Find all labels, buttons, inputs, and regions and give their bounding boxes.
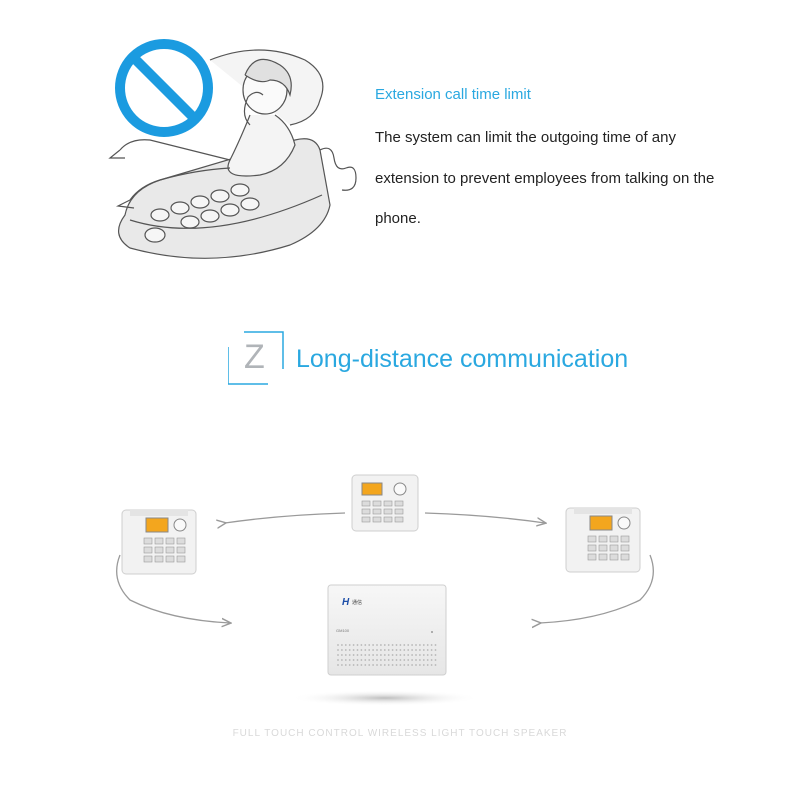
desk-phone-icon: [565, 507, 641, 573]
pbx-vents: [337, 644, 437, 666]
feature-description: The system can limit the outgoing time o…: [375, 129, 715, 227]
network-diagram: H 通信 GM100: [116, 474, 654, 706]
desk-phone-icon: [121, 509, 197, 575]
section-letter-frame: [228, 331, 284, 385]
phone-misuse-illustration: [108, 39, 357, 259]
pbx-model: GM100: [336, 628, 350, 633]
caption-line-1: FULL TOUCH CONTROL WIRELESS LIGHT TOUCH …: [232, 728, 568, 739]
pbx-brand-mark: H: [342, 597, 350, 608]
pbx-box-icon: H 通信 GM100: [327, 584, 447, 676]
prohibit-icon: [115, 39, 213, 137]
pbx-brand-text: 通信: [352, 599, 362, 606]
connection-loop: [116, 512, 654, 623]
section-title: Long-distance communication: [296, 345, 629, 373]
desk-phone-icon: [351, 474, 419, 532]
pbx-shadow: [290, 690, 480, 706]
section-letter: Z: [244, 338, 265, 376]
feature-title: Extension call time limit: [375, 86, 531, 103]
person-drawing: [108, 49, 324, 209]
